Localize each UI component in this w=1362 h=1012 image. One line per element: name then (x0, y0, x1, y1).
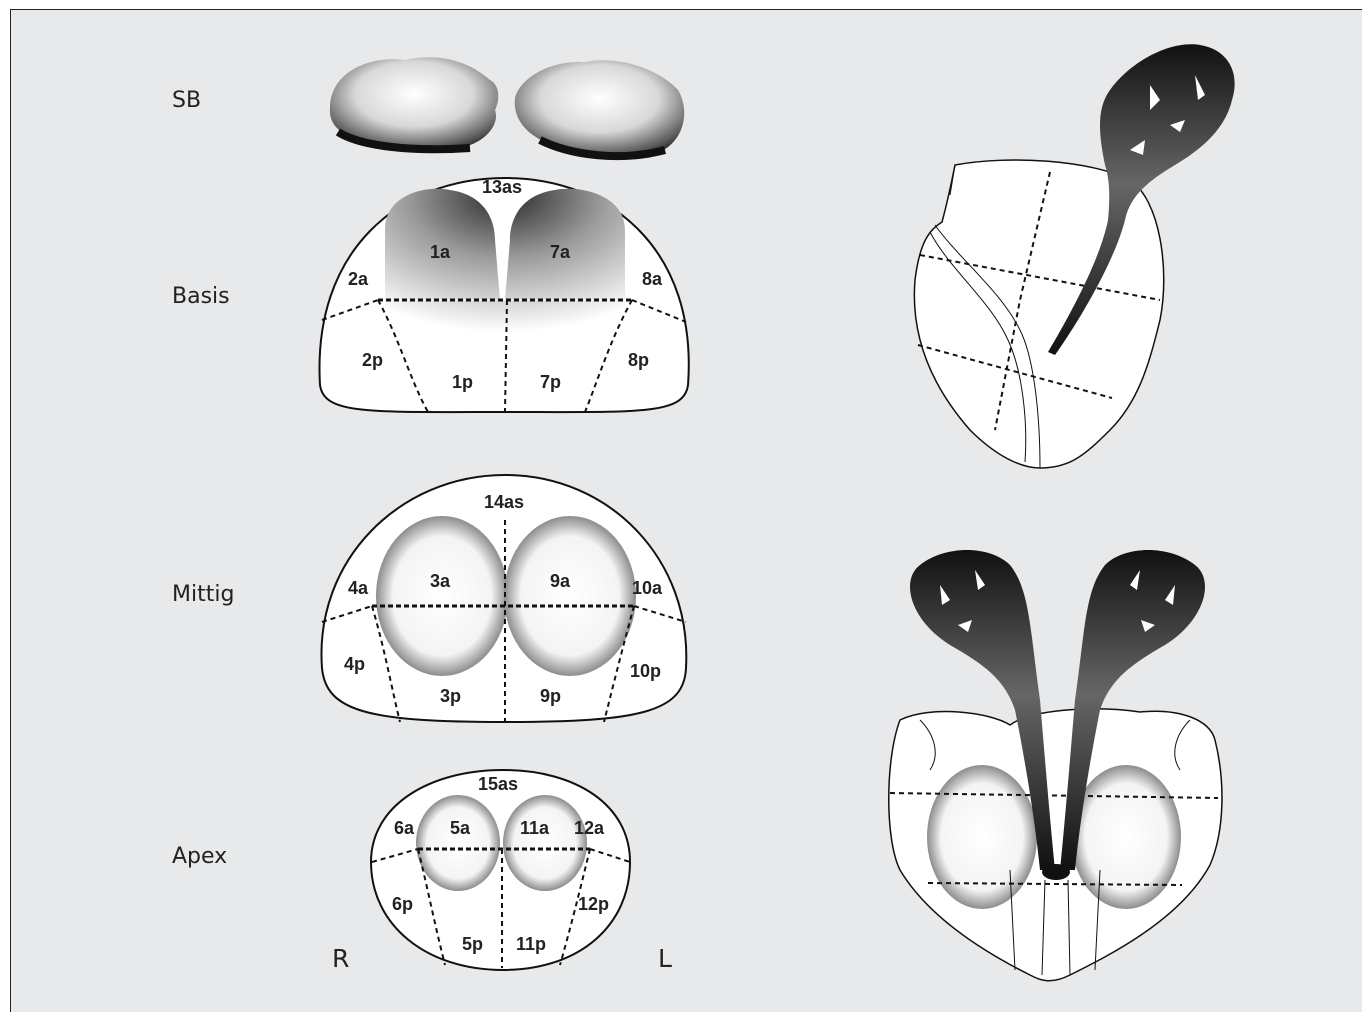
zone-6p: 6p (392, 894, 413, 914)
zone-8a: 8a (642, 269, 663, 289)
zone-6a: 6a (394, 818, 415, 838)
zone-14as: 14as (484, 492, 524, 512)
zone-3a: 3a (430, 571, 451, 591)
zone-1p: 1p (452, 372, 473, 392)
zone-13as: 13as (482, 177, 522, 197)
zone-12p: 12p (578, 894, 609, 914)
zone-1a: 1a (430, 242, 451, 262)
zone-10a: 10a (632, 578, 663, 598)
zone-15as: 15as (478, 774, 518, 794)
mittig-section: 14as 3a 9a 4a 10a 4p 3p 9p 10p (321, 475, 686, 722)
zone-8p: 8p (628, 350, 649, 370)
basis-section: 13as 1a 7a 2a 8a 2p 1p 7p 8p (319, 177, 688, 412)
zone-2a: 2a (348, 269, 369, 289)
zone-2p: 2p (362, 350, 383, 370)
coronal-view-icon (889, 550, 1222, 981)
zone-4p: 4p (344, 654, 365, 674)
zone-11a: 11a (520, 818, 550, 838)
zone-7a: 7a (550, 242, 571, 262)
zone-3p: 3p (440, 686, 461, 706)
zone-9a: 9a (550, 571, 571, 591)
zone-7p: 7p (540, 372, 561, 392)
zone-10p: 10p (630, 661, 661, 681)
sagittal-view-icon (914, 44, 1234, 468)
zone-5a: 5a (450, 818, 471, 838)
zone-11p: 11p (516, 934, 546, 954)
zone-4a: 4a (348, 578, 369, 598)
apex-section: 15as 5a 11a 6a 12a 6p 5p 11p 12p (371, 770, 630, 970)
zone-5p: 5p (462, 934, 483, 954)
zone-9p: 9p (540, 686, 561, 706)
zone-12a: 12a (574, 818, 605, 838)
seminal-vesicles-icon (330, 57, 684, 156)
